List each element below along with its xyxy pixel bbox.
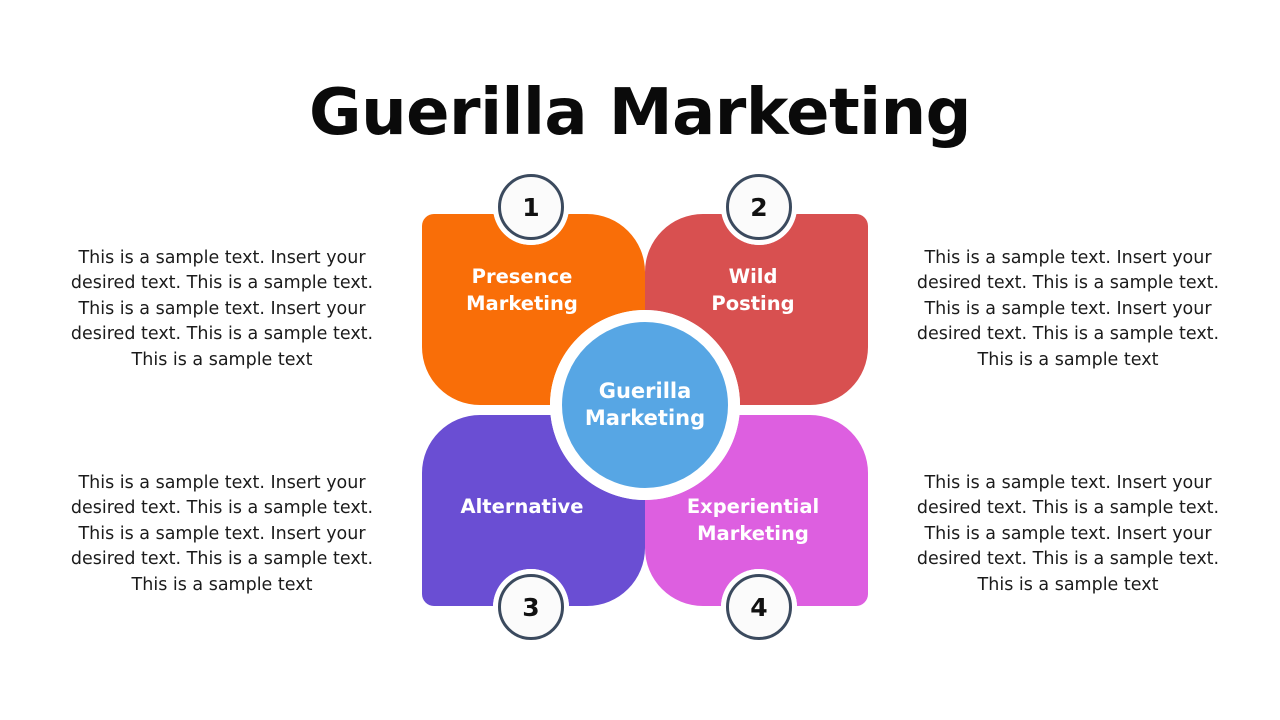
page-title: Guerilla Marketing bbox=[309, 75, 971, 150]
center-hub[interactable]: Guerilla Marketing bbox=[550, 310, 740, 500]
step-badge-1[interactable]: 1 bbox=[498, 174, 564, 240]
step-badge-2[interactable]: 2 bbox=[726, 174, 792, 240]
description-text-2: This is a sample text. Insert your desir… bbox=[916, 247, 1220, 370]
center-hub-label: Guerilla Marketing bbox=[584, 379, 706, 430]
step-badge-4[interactable]: 4 bbox=[726, 574, 792, 640]
description-text-4: This is a sample text. Insert your desir… bbox=[916, 472, 1220, 595]
description-text-3: This is a sample text. Insert your desir… bbox=[70, 472, 374, 595]
step-badge-3[interactable]: 3 bbox=[498, 574, 564, 640]
four-petal-diagram: Presence Marketing Wild Posting Alternat… bbox=[400, 160, 890, 640]
description-text-1: This is a sample text. Insert your desir… bbox=[70, 247, 374, 370]
